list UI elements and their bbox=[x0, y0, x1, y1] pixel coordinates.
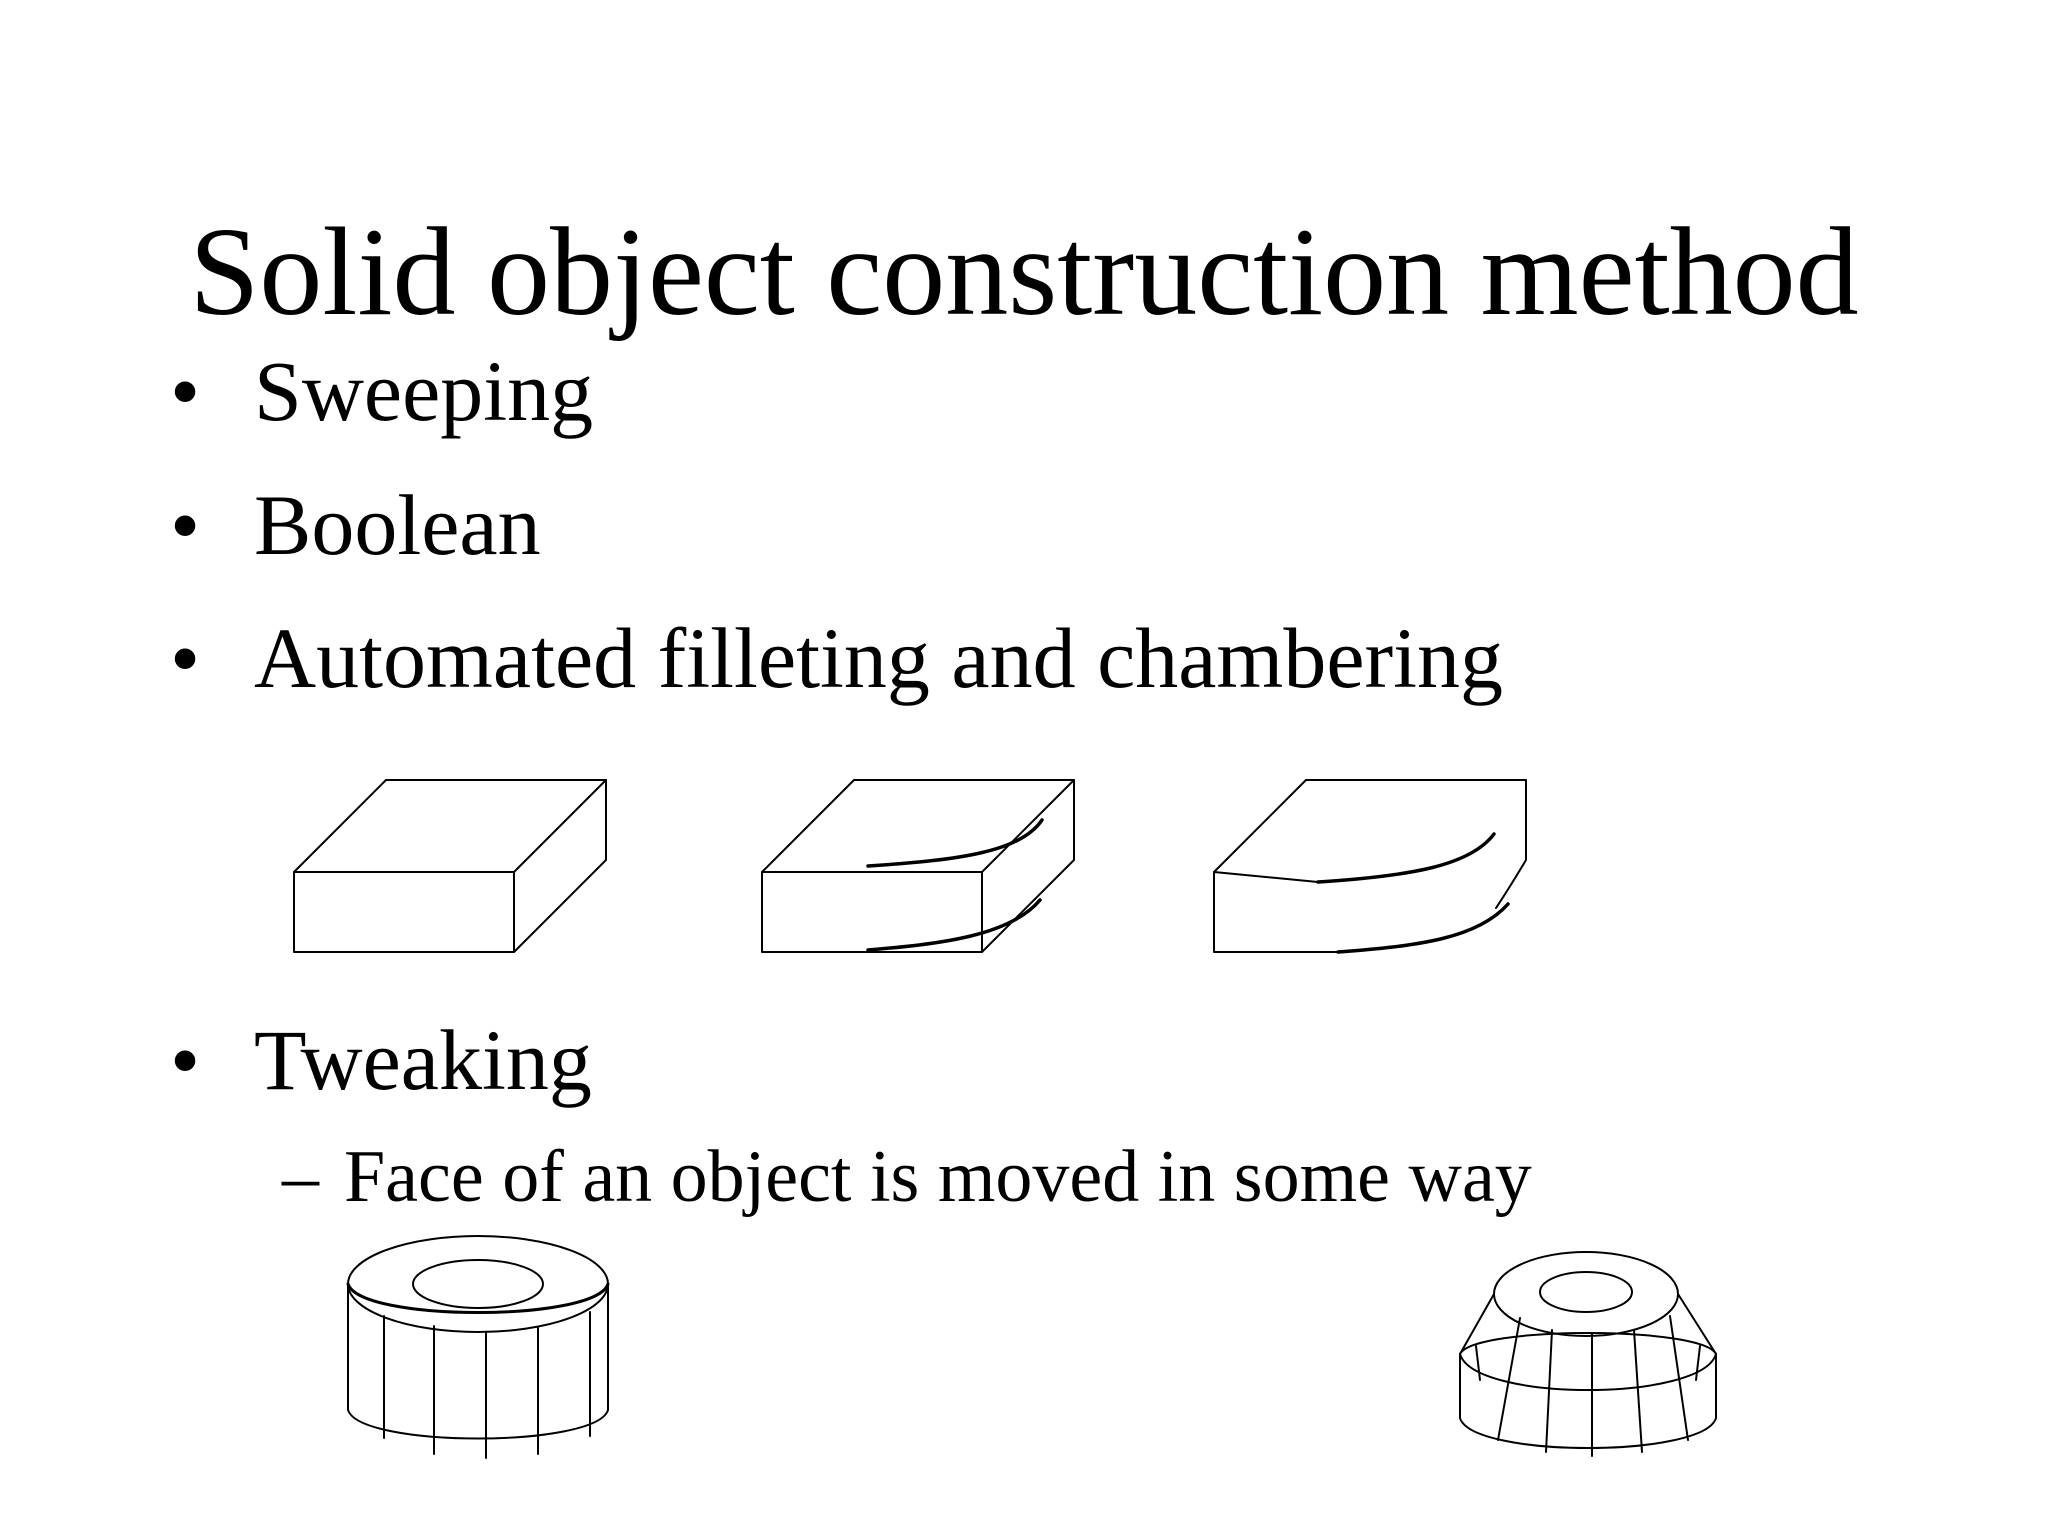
bullet-marker: • bbox=[170, 477, 201, 573]
box-before-fillet bbox=[293, 779, 607, 953]
tweaked-ring bbox=[1459, 1251, 1717, 1457]
bullet-boolean: •Boolean bbox=[170, 482, 541, 568]
sub-bullet-text: Face of an object is moved in some way bbox=[344, 1136, 1532, 1218]
bullet-filleting: •Automated filleting and chambering bbox=[170, 615, 1503, 701]
cylindrical-ring bbox=[346, 1235, 610, 1459]
bullet-text: Sweeping bbox=[254, 343, 594, 439]
bullet-marker: • bbox=[170, 1012, 201, 1108]
sub-bullet-marker: – bbox=[282, 1136, 319, 1218]
bullet-text: Tweaking bbox=[254, 1012, 592, 1108]
bullet-sweeping: •Sweeping bbox=[170, 348, 593, 434]
box-filleted-edge bbox=[1213, 779, 1527, 954]
bullet-tweaking: •Tweaking bbox=[170, 1017, 592, 1103]
bullet-marker: • bbox=[170, 343, 201, 439]
sub-bullet-face-moved: –Face of an object is moved in some way bbox=[282, 1140, 1532, 1214]
bullet-text: Automated filleting and chambering bbox=[254, 610, 1504, 706]
bullet-marker: • bbox=[170, 610, 201, 706]
bullet-text: Boolean bbox=[254, 477, 541, 573]
box-partial-fillet bbox=[761, 779, 1075, 953]
slide-title: Solid object construction method bbox=[189, 203, 1859, 342]
